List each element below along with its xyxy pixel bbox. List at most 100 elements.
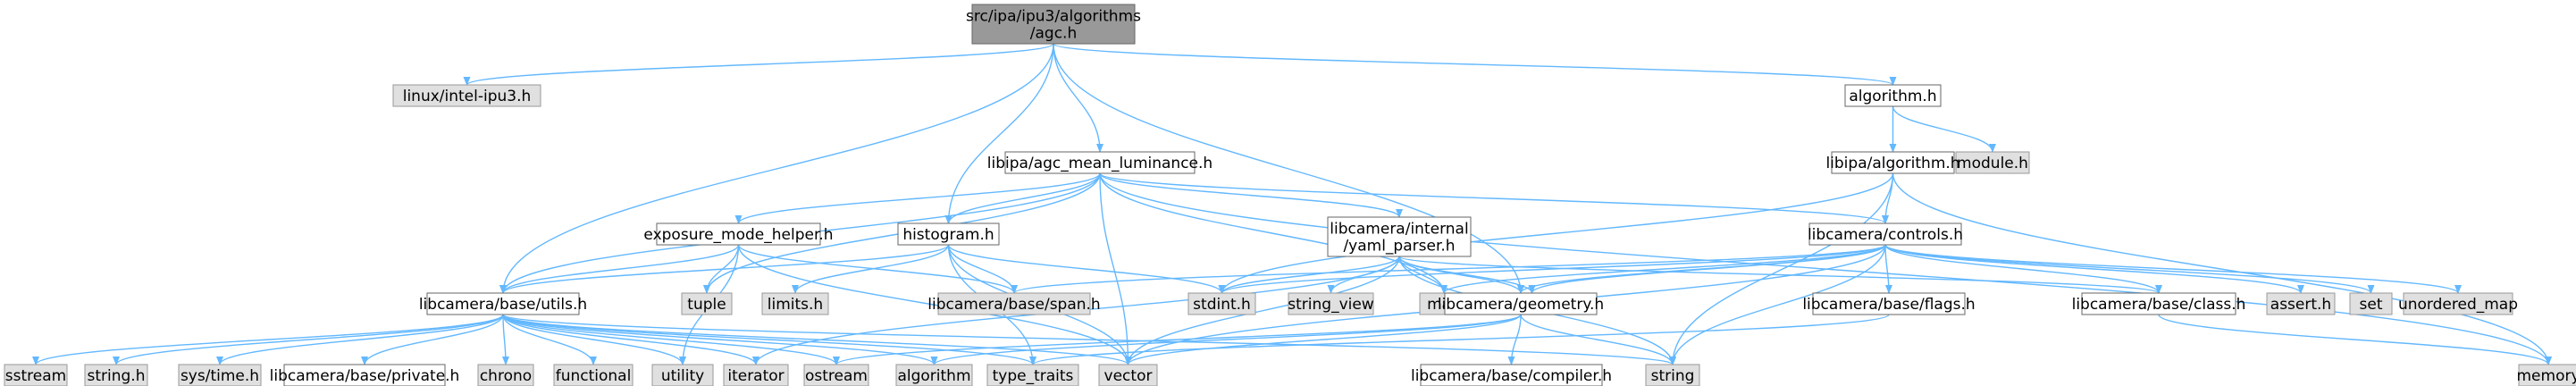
node-label: tuple: [687, 296, 726, 314]
node-utils[interactable]: libcamera/base/utils.h: [419, 292, 587, 315]
node-box: [2518, 364, 2576, 386]
edge-utils-to-iterator: [502, 314, 759, 365]
node-chrono: chrono: [477, 364, 534, 386]
node-string: string: [1645, 364, 1700, 386]
node-box: [283, 364, 446, 386]
edge-histogram-to-stdint: [947, 244, 1226, 294]
edge-utils-to-private_h: [361, 314, 504, 365]
node-geometry[interactable]: libcamera/geometry.h: [1438, 292, 1604, 315]
node-string-h: string.h: [84, 364, 148, 386]
edge-geometry-to-string: [1520, 314, 1676, 365]
node-label: libcamera/base/compiler.h: [1411, 367, 1612, 385]
edge-root-to-agc_mean: [1053, 43, 1103, 153]
node-compiler[interactable]: libcamera/base/compiler.h: [1411, 364, 1612, 386]
node-label: exposure_mode_helper.h: [643, 226, 833, 244]
node-box: [2266, 292, 2336, 315]
edge-utils-to-algorithm: [502, 314, 938, 365]
node-assert-h: assert.h: [2266, 292, 2336, 315]
node-label: libipa/agc_mean_luminance.h: [987, 155, 1212, 172]
node-module-h: module.h: [1955, 151, 2030, 174]
node-span: libcamera/base/span.h: [927, 292, 1101, 315]
node-label: linux/intel-ipu3.h: [403, 88, 532, 105]
edge-utils-to-string_h: [113, 314, 504, 365]
node-label: module.h: [1957, 155, 2028, 172]
node-algorithm-h[interactable]: algorithm.h: [1844, 84, 1942, 107]
node-box: [553, 364, 634, 386]
node-private-h[interactable]: libcamera/base/private.h: [270, 364, 460, 386]
edge-yaml_parser-to-geometry: [1398, 256, 1524, 294]
node-unordered-map: unordered_map: [2398, 292, 2518, 315]
node-label: string.h: [88, 367, 146, 385]
edge-geometry-to-vector: [1124, 314, 1522, 365]
edge-agc_mean-to-vector: [1099, 172, 1132, 365]
node-label: memory: [2516, 367, 2576, 385]
node-label: utility: [661, 367, 704, 385]
edge-controls-to-span: [1011, 244, 1886, 294]
edge-histogram-to-limits_h: [792, 244, 950, 294]
node-memory: memory: [2516, 364, 2576, 386]
node-box: [803, 364, 869, 386]
node-label: histogram.h: [902, 226, 994, 244]
edge-flags-to-type_traits: [1029, 314, 1890, 365]
node-algorithm: algorithm: [895, 364, 973, 386]
edge-utils-to-chrono: [501, 314, 509, 365]
node-box: [681, 292, 733, 315]
node-label: algorithm: [897, 367, 970, 385]
node-box: [986, 364, 1079, 386]
node-box: [1955, 151, 2030, 174]
edge-class_h-to-memory: [2158, 314, 2552, 365]
node-box: [426, 292, 580, 315]
node-box: [1187, 292, 1256, 315]
node-exposure[interactable]: exposure_mode_helper.h: [643, 222, 834, 246]
header-nodes: src/ipa/ipu3/algorithms/agc.h linux/intel…: [4, 4, 2576, 386]
node-histogram[interactable]: histogram.h: [897, 222, 1000, 246]
node-limits-h: limits.h: [761, 292, 829, 315]
node-flags[interactable]: libcamera/base/flags.h: [1802, 292, 1976, 315]
edge-root-to-utils: [499, 43, 1054, 294]
node-label: stdint.h: [1193, 296, 1251, 314]
edge-yaml_parser-to-vector: [1124, 256, 1400, 365]
edge-agc_mean-to-histogram: [944, 172, 1101, 224]
node-box: [1288, 292, 1374, 315]
edge-geometry-to-algorithm: [930, 314, 1522, 365]
edge-controls-to-map: [1440, 244, 1886, 294]
edge-agc_mean-to-map: [1099, 172, 1447, 294]
node-label: functional: [556, 367, 632, 385]
node-box: [1808, 222, 1962, 246]
node-systime: sys/time.h: [178, 364, 262, 386]
node-box: [1645, 364, 1700, 386]
edge-utils-to-utility: [502, 314, 686, 365]
edge-agc_mean-to-controls: [1099, 172, 1889, 224]
edge-exposure-to-utils: [499, 244, 740, 294]
edge-controls-to-unordered_map: [1884, 244, 2462, 294]
edge-agc_mean-to-memory: [1099, 172, 2552, 365]
edge-libipa_algorithm-to-stdint: [1218, 172, 1894, 294]
node-box: [895, 364, 973, 386]
node-box: [1812, 292, 1966, 315]
node-box: [651, 364, 714, 386]
node-label: type_traits: [993, 367, 1074, 385]
node-label: algorithm.h: [1849, 88, 1936, 105]
node-box: [656, 222, 821, 246]
node-box: [1844, 84, 1942, 107]
node-root[interactable]: src/ipa/ipu3/algorithms/agc.h: [966, 4, 1141, 45]
node-label: ostream: [805, 367, 868, 385]
edge-controls-to-assert_h: [1884, 244, 2304, 294]
node-stdint: stdint.h: [1187, 292, 1256, 315]
node-box: [971, 4, 1136, 45]
node-class-h[interactable]: libcamera/base/class.h: [2072, 292, 2246, 315]
node-set: set: [2349, 292, 2393, 315]
edge-controls-to-set: [1884, 244, 2375, 294]
node-yaml-parser[interactable]: libcamera/internal/yaml_parser.h: [1327, 216, 1472, 257]
edge-yaml_parser-to-stdint: [1218, 256, 1400, 294]
node-box: [84, 364, 148, 386]
node-label: string_view: [1288, 296, 1374, 314]
node-box: [4, 364, 68, 386]
node-iterator: iterator: [723, 364, 789, 386]
node-agc-mean[interactable]: libipa/agc_mean_luminance.h: [987, 151, 1212, 174]
edge-root-to-geometry: [1053, 43, 1524, 294]
node-box: [897, 222, 1000, 246]
edge-root-to-histogram: [944, 43, 1054, 224]
node-libipa-algorithm[interactable]: libipa/algorithm.h: [1825, 151, 1960, 174]
node-controls[interactable]: libcamera/controls.h: [1808, 222, 1963, 246]
